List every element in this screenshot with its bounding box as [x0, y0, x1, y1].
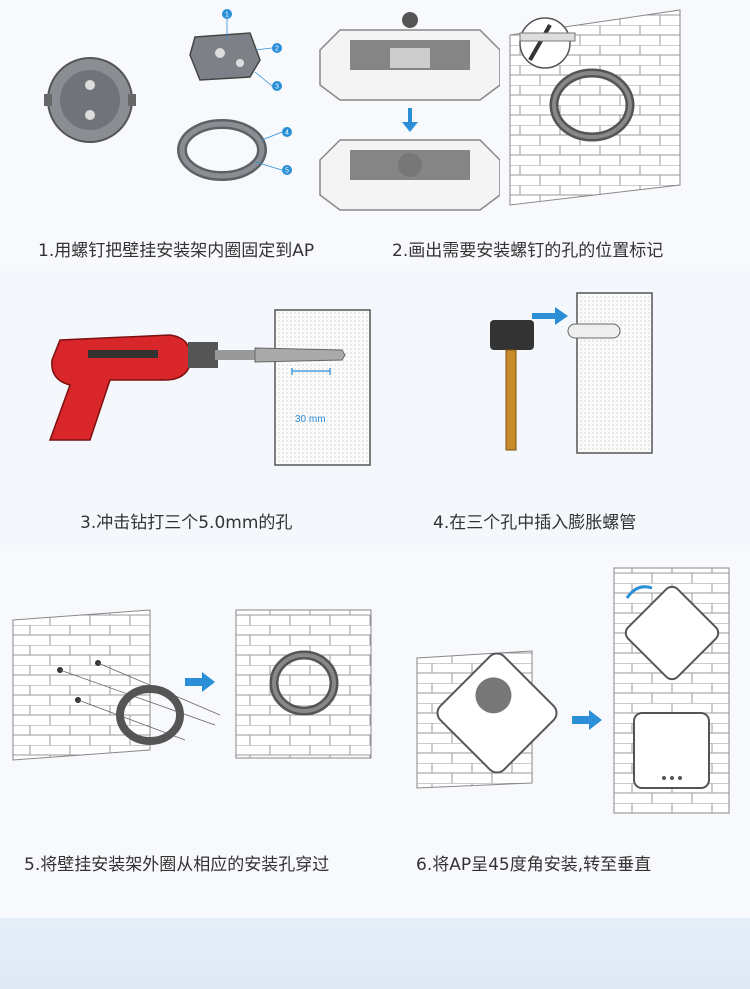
right-arrow	[185, 672, 215, 692]
right-arrow	[572, 710, 602, 730]
step-6-caption: 6.将AP呈45度角安装,转至垂直	[416, 855, 652, 875]
inner-bracket-angled	[189, 32, 261, 81]
step-4-illustration	[480, 288, 660, 463]
impact-drill	[48, 334, 346, 441]
step-1-caption: 1.用螺钉把壁挂安装架内圈固定到AP	[38, 241, 315, 261]
step-6-illustration	[412, 563, 747, 818]
hammer	[490, 320, 534, 451]
inner-bracket-front	[44, 57, 136, 143]
step-5-caption: 5.将壁挂安装架外圈从相应的安装孔穿过	[24, 855, 330, 875]
bottom-band	[0, 918, 750, 989]
ap-device-top	[319, 12, 500, 101]
step-4-caption: 4.在三个孔中插入膨胀螺管	[433, 513, 637, 533]
outer-ring	[177, 119, 267, 181]
down-arrow	[402, 108, 418, 132]
step-2-caption: 2.画出需要安装螺钉的孔的位置标记	[392, 241, 664, 261]
callout-2: 2	[275, 46, 279, 53]
step-3-caption: 3.冲击钻打三个5.0mm的孔	[80, 513, 293, 533]
right-arrow	[532, 307, 568, 325]
callout-1: 1	[225, 12, 229, 19]
ap-device-bottom	[319, 139, 500, 211]
step-2-illustration	[500, 5, 690, 210]
callout-4: 4	[285, 130, 289, 137]
dimension-label: 30 mm	[295, 414, 326, 425]
callout-5: 5	[285, 168, 289, 175]
step-3-illustration: 30 mm	[30, 300, 380, 470]
step-5-illustration	[10, 605, 375, 765]
step-1-illustration: 1 2 3 4 5	[30, 0, 500, 220]
callout-3: 3	[275, 84, 279, 91]
